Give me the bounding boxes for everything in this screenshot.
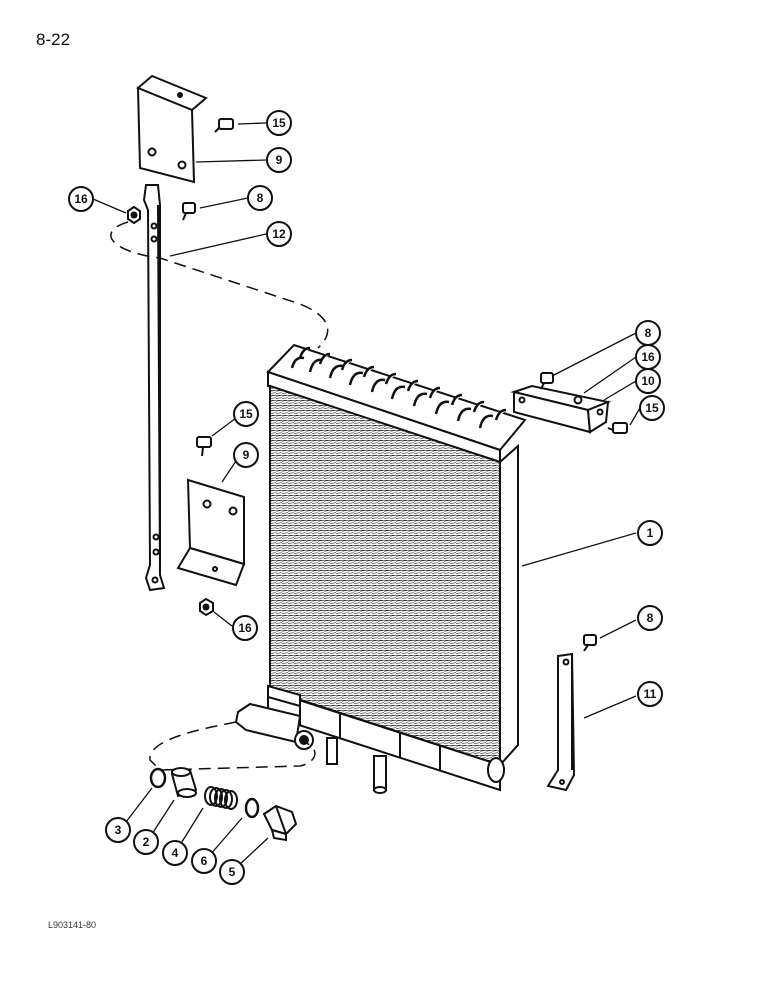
callout-label: 2 — [143, 835, 150, 849]
callout-16: 16 — [232, 615, 258, 641]
part-1-radiator-core — [234, 343, 527, 794]
callout-label: 6 — [201, 854, 208, 868]
callout-8: 8 — [247, 185, 273, 211]
callout-9: 9 — [233, 442, 259, 468]
callout-8: 8 — [635, 320, 661, 346]
callout-5: 5 — [219, 859, 245, 885]
callout-label: 4 — [172, 846, 179, 860]
callout-label: 16 — [74, 192, 88, 206]
callout-label: 1 — [647, 526, 654, 540]
callout-15: 15 — [233, 401, 259, 427]
callout-label: 12 — [272, 227, 286, 241]
part-12-support-rod — [142, 184, 166, 592]
callout-11: 11 — [637, 681, 663, 707]
part-11-bracket — [546, 652, 576, 792]
part-15-bolt-middle — [196, 436, 212, 457]
callout-10: 10 — [635, 368, 661, 394]
figure-code: L903141-80 — [48, 920, 97, 930]
callout-12: 12 — [266, 221, 292, 247]
part-9-upper-bracket — [136, 74, 208, 184]
callout-3: 3 — [105, 817, 131, 843]
callout-9: 9 — [266, 147, 292, 173]
callout-label: 3 — [115, 823, 122, 837]
callout-label: 15 — [645, 401, 659, 415]
part-5-plug — [262, 804, 298, 842]
leader-lines — [92, 122, 641, 867]
part-8-bolt-right — [540, 372, 554, 390]
callout-label: 8 — [257, 191, 264, 205]
part-8-bolt-upper — [182, 202, 196, 221]
part-15-bolt-right — [607, 422, 628, 434]
part-9-lower-bracket — [176, 478, 246, 587]
callout-16: 16 — [635, 344, 661, 370]
callout-2: 2 — [133, 829, 159, 855]
callout-label: 15 — [239, 407, 253, 421]
callout-label: 15 — [272, 116, 286, 130]
callout-1: 1 — [637, 520, 663, 546]
part-4-spring — [204, 786, 238, 810]
callout-6: 6 — [191, 848, 217, 874]
callout-label: 9 — [276, 153, 283, 167]
callout-label: 16 — [238, 621, 252, 635]
callout-label: 8 — [645, 326, 652, 340]
callout-label: 5 — [229, 865, 236, 879]
part-3-o-ring — [149, 767, 167, 789]
dashed-link-12 — [110, 221, 329, 349]
callouts: 15 9 16 8 12 8 16 10 — [68, 110, 665, 885]
part-16-nut-upper — [127, 205, 141, 225]
page-number: 8-22 — [36, 30, 71, 49]
dashed-link-fittings — [149, 721, 316, 771]
part-10-bracket — [510, 384, 612, 434]
callout-label: 10 — [641, 374, 655, 388]
callout-4: 4 — [162, 840, 188, 866]
callout-label: 11 — [644, 687, 657, 701]
part-16-nut-lower — [199, 597, 214, 617]
callout-15: 15 — [266, 110, 292, 136]
part-6-seal-ring — [244, 797, 260, 819]
callout-label: 8 — [647, 611, 654, 625]
callout-15: 15 — [639, 395, 665, 421]
part-8-bolt-lower-right — [583, 634, 597, 652]
part-2-sleeve — [170, 767, 198, 798]
callout-16: 16 — [68, 186, 94, 212]
callout-label: 16 — [641, 350, 655, 364]
callout-8: 8 — [637, 605, 663, 631]
callout-label: 9 — [243, 448, 250, 462]
part-15-bolt-top — [214, 118, 234, 133]
